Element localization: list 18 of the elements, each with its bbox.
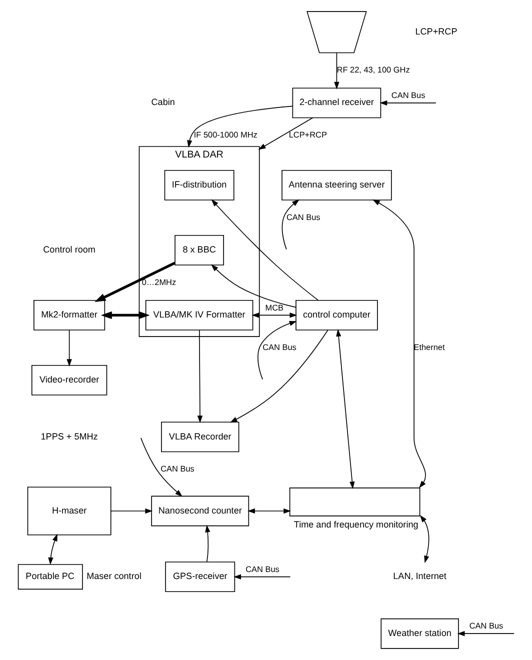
edge-label: CAN Bus xyxy=(262,342,296,352)
edge-label: 0…2MHz xyxy=(141,278,176,287)
edge-label: CAN Bus xyxy=(468,622,503,631)
label: 1PPS + 5MHz xyxy=(40,431,98,442)
label: Control room xyxy=(42,244,95,254)
edge-label: LCP+RCP xyxy=(288,130,326,140)
edge-label: CAN Bus xyxy=(390,90,425,100)
label: Cabin xyxy=(150,97,174,108)
label: LCP+RCP xyxy=(414,26,457,36)
edge-label: RF 22, 43, 100 GHz xyxy=(336,65,410,74)
edge-label: CAN Bus xyxy=(245,564,279,574)
edge-label: MCB xyxy=(264,303,284,312)
node-text: LAN, Internet xyxy=(392,571,446,582)
edge-label: IF 500-1000 MHz xyxy=(193,130,257,140)
edge-label: CAN Bus xyxy=(286,212,320,222)
node-label: Time and frequency monitoring xyxy=(293,519,418,530)
node-label: Maser control xyxy=(86,571,141,582)
edge-label: CAN Bus xyxy=(160,464,194,474)
